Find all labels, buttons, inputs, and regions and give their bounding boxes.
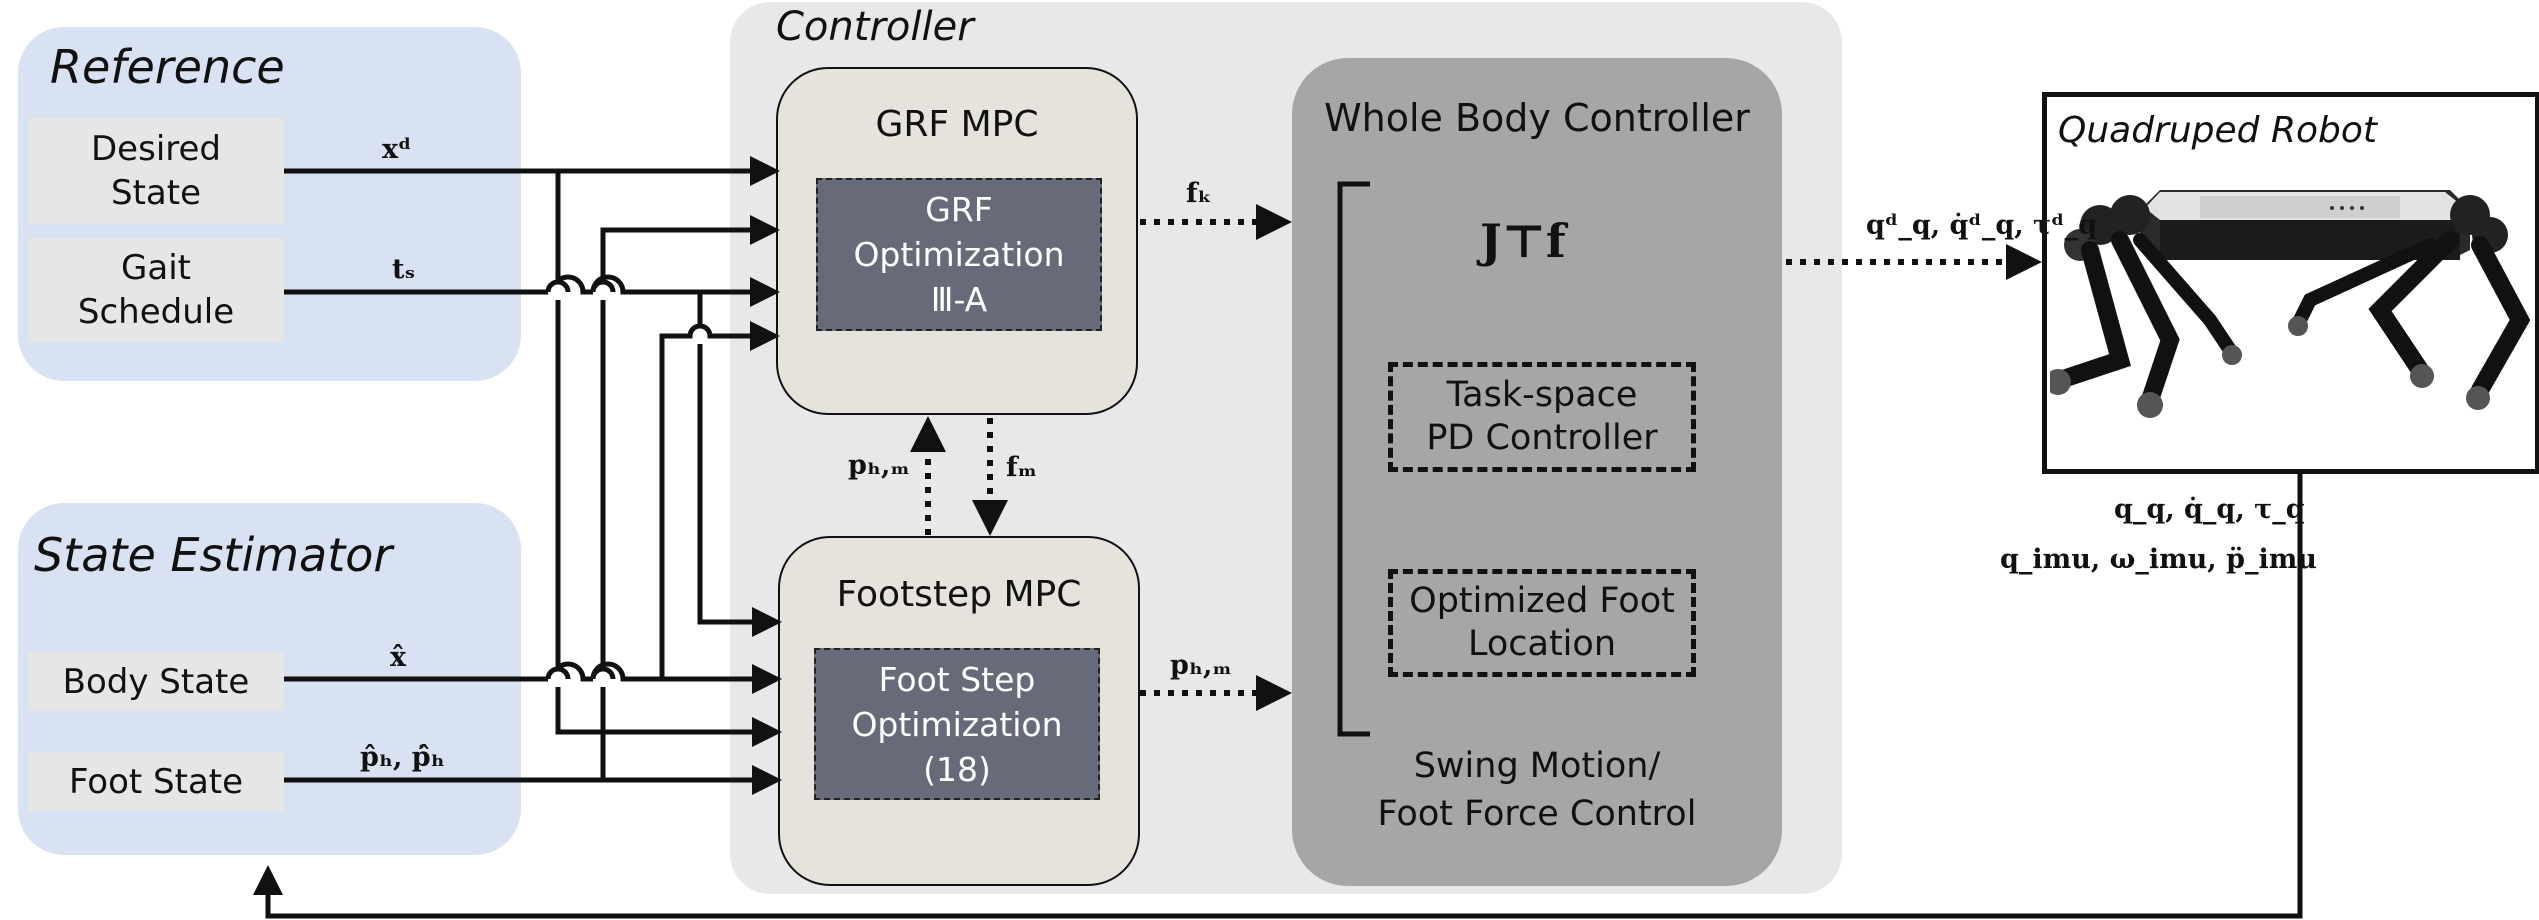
optimized-foot-line-2: Location [1467, 624, 1617, 664]
task-space-line-2: PD Controller [1426, 418, 1658, 458]
optimized-foot-location-box: Optimized Foot Location [1388, 569, 1696, 677]
grf-optimization-line-2: Optimization [853, 235, 1065, 274]
body-state-box: Body State [28, 652, 284, 711]
label-x-hat: x̂ [390, 642, 407, 673]
optimized-foot-line-1: Optimized Foot [1409, 581, 1675, 621]
robot-frame [2042, 92, 2539, 474]
label-q-command: qᵈ_q, q̇ᵈ_q, τᵈ_q [1866, 210, 2098, 241]
gait-schedule-box: Gait Schedule [28, 238, 284, 342]
footstep-optimization-box: Foot Step Optimization (18) [814, 648, 1100, 800]
label-q-measured-2: q_imu, ω_imu, p̈_imu [2000, 544, 2317, 575]
swing-line-2: Foot Force Control [1377, 794, 1697, 834]
grf-optimization-line-1: GRF [925, 190, 993, 229]
label-t-s: tₛ [392, 254, 416, 285]
label-x-desired: xᵈ [382, 134, 412, 165]
footstep-mpc-title: Footstep MPC [836, 574, 1082, 615]
swing-motion-label: Swing Motion/ Foot Force Control [1292, 742, 1782, 838]
task-space-pd-box: Task-space PD Controller [1388, 362, 1696, 472]
label-p-bM-up: pₕ,ₘ [848, 450, 911, 481]
footstep-optimization-line-2: Optimization [851, 704, 1063, 744]
reference-title: Reference [50, 40, 285, 94]
footstep-optimization-line-1: Foot Step [878, 659, 1036, 699]
label-f-M: fₘ [1006, 452, 1038, 483]
grf-optimization-line-3: Ⅲ-A [930, 280, 988, 319]
label-f-k: fₖ [1186, 178, 1212, 209]
controller-title: Controller [776, 4, 974, 50]
state-estimator-title: State Estimator [34, 528, 393, 582]
quadruped-robot-illustration [2050, 190, 2530, 418]
label-p-hat: p̂ₕ, ṗ̂ₕ [360, 742, 445, 773]
grf-mpc-title: GRF MPC [875, 104, 1039, 145]
desired-state-box: Desired State [28, 118, 284, 224]
task-space-line-1: Task-space [1446, 375, 1638, 415]
foot-state-box: Foot State [28, 752, 284, 811]
swing-line-1: Swing Motion/ [1413, 746, 1661, 786]
label-p-bM-right: pₕ,ₘ [1170, 650, 1233, 681]
wbc-title: Whole Body Controller [1324, 96, 1750, 140]
footstep-optimization-line-3: (18) [923, 749, 991, 789]
grf-optimization-box: GRF Optimization Ⅲ-A [816, 178, 1102, 331]
label-q-measured-1: q_q, q̇_q, τ_q [2114, 494, 2305, 525]
robot-title: Quadruped Robot [2058, 110, 2378, 151]
jtf-equation: J⊤f [1480, 214, 1566, 268]
whole-body-controller-panel [1292, 58, 1782, 886]
